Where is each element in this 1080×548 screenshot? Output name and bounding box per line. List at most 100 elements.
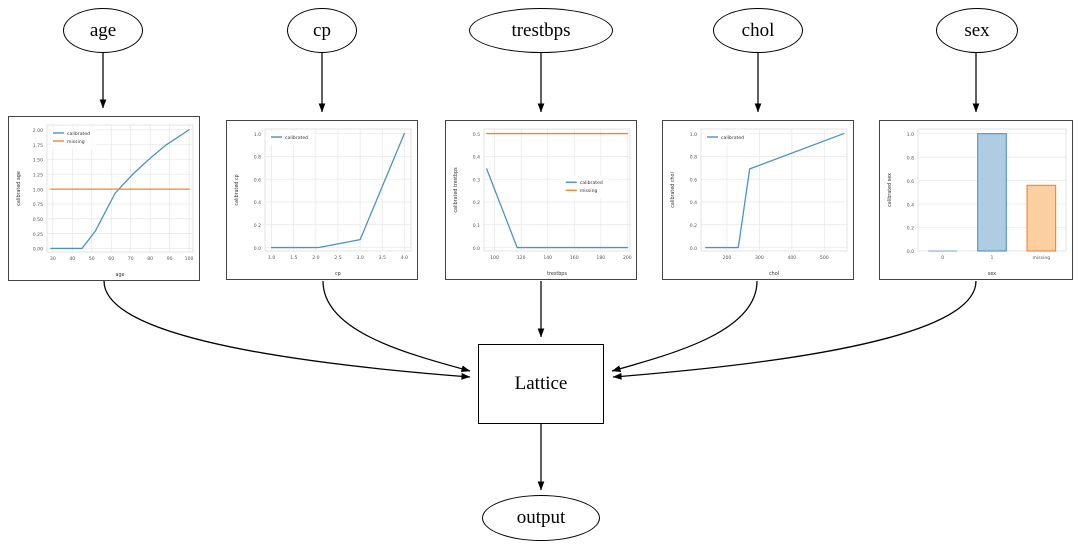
- svg-text:0.2: 0.2: [473, 200, 480, 206]
- svg-text:0.2: 0.2: [254, 223, 261, 229]
- svg-text:0.0: 0.0: [473, 246, 480, 252]
- edge-cpplot-to-lattice: [322, 280, 471, 373]
- svg-text:missing: missing: [580, 188, 598, 194]
- svg-text:2.5: 2.5: [334, 255, 341, 261]
- svg-text:0.8: 0.8: [690, 155, 697, 161]
- svg-text:500: 500: [820, 255, 829, 261]
- svg-text:0.4: 0.4: [907, 202, 914, 208]
- svg-text:0.3: 0.3: [473, 177, 480, 183]
- svg-text:sex: sex: [988, 272, 996, 277]
- svg-text:calibrated: calibrated: [721, 135, 744, 141]
- svg-text:0.4: 0.4: [690, 200, 697, 206]
- chart-sex: 0.0 0.2 0.4 0.6 0.8 1.0 0 1 missing sex calibrated…: [887, 128, 1067, 277]
- svg-text:60: 60: [108, 256, 114, 262]
- svg-text:140: 140: [543, 255, 552, 261]
- svg-text:calibrated age: calibrated age: [16, 171, 22, 206]
- svg-text:0.75: 0.75: [33, 202, 43, 208]
- svg-text:0.8: 0.8: [254, 155, 261, 161]
- svg-text:calibrated sex: calibrated sex: [887, 173, 893, 207]
- svg-text:calibrated cp: calibrated cp: [234, 174, 240, 205]
- svg-text:0.6: 0.6: [690, 177, 697, 183]
- node-cp[interactable]: cp: [287, 8, 357, 53]
- node-age-label: age: [89, 19, 117, 41]
- svg-text:calibrated trestbps: calibrated trestbps: [453, 167, 459, 213]
- plot-panel-sex[interactable]: 0.0 0.2 0.4 0.6 0.8 1.0 0 1 missing sex calibrated…: [879, 120, 1073, 280]
- svg-text:100: 100: [490, 255, 499, 261]
- svg-text:70: 70: [128, 256, 134, 262]
- svg-text:0.6: 0.6: [254, 177, 261, 183]
- svg-text:1.0: 1.0: [690, 132, 697, 138]
- svg-text:4.0: 4.0: [401, 255, 408, 261]
- svg-text:0.1: 0.1: [473, 223, 480, 229]
- svg-text:1.50: 1.50: [33, 158, 43, 164]
- svg-text:missing: missing: [67, 139, 85, 145]
- node-sex[interactable]: sex: [936, 8, 1018, 53]
- svg-text:400: 400: [787, 255, 796, 261]
- svg-text:1: 1: [991, 255, 994, 261]
- svg-text:0.2: 0.2: [907, 226, 914, 232]
- svg-text:180: 180: [596, 255, 605, 261]
- svg-text:calibrated: calibrated: [285, 135, 308, 141]
- svg-text:1.75: 1.75: [33, 143, 43, 149]
- svg-text:0.25: 0.25: [33, 232, 43, 238]
- svg-text:50: 50: [89, 256, 95, 262]
- svg-text:chol: chol: [769, 271, 779, 277]
- svg-text:0.0: 0.0: [907, 249, 914, 255]
- node-cp-label: cp: [313, 19, 331, 41]
- svg-text:0.00: 0.00: [33, 247, 43, 253]
- node-lattice-label: Lattice: [514, 373, 568, 394]
- svg-text:0.6: 0.6: [907, 179, 914, 185]
- node-age[interactable]: age: [63, 8, 143, 53]
- svg-text:1.5: 1.5: [290, 255, 297, 261]
- svg-text:0.5: 0.5: [473, 132, 480, 138]
- svg-text:160: 160: [570, 255, 579, 261]
- plot-panel-trestbps[interactable]: 0.0 0.1 0.2 0.3 0.4 0.5 100 120 140 160 180 200 tres…: [445, 120, 637, 280]
- chart-chol: 0.0 0.2 0.4 0.6 0.8 1.0 200 300 400 500 chol calibr…: [670, 128, 848, 277]
- svg-text:30: 30: [50, 256, 56, 262]
- svg-text:missing: missing: [1033, 255, 1051, 261]
- svg-text:1.0: 1.0: [254, 132, 261, 138]
- edge-sexplot-to-lattice: [612, 280, 977, 380]
- svg-text:2.0: 2.0: [312, 255, 319, 261]
- node-output[interactable]: output: [482, 495, 600, 541]
- svg-text:120: 120: [517, 255, 526, 261]
- svg-text:0.8: 0.8: [907, 155, 914, 161]
- svg-text:3.0: 3.0: [356, 255, 363, 261]
- svg-text:200: 200: [723, 255, 732, 261]
- svg-text:0: 0: [941, 255, 944, 261]
- svg-text:0.2: 0.2: [690, 223, 697, 229]
- node-output-label: output: [516, 507, 566, 528]
- svg-text:0.4: 0.4: [254, 200, 261, 206]
- svg-text:calibrated: calibrated: [580, 180, 603, 186]
- svg-text:0.50: 0.50: [33, 217, 43, 223]
- chart-trestbps: 0.0 0.1 0.2 0.3 0.4 0.5 100 120 140 160 180 200 tres…: [453, 128, 632, 277]
- svg-text:1.0: 1.0: [907, 132, 914, 138]
- edge-cholplot-to-lattice: [611, 280, 758, 372]
- svg-text:1.0: 1.0: [268, 255, 275, 261]
- node-lattice[interactable]: Lattice: [478, 344, 604, 424]
- svg-text:200: 200: [623, 255, 632, 261]
- node-chol[interactable]: chol: [713, 8, 803, 53]
- svg-text:0.4: 0.4: [473, 155, 480, 161]
- svg-text:age: age: [116, 273, 125, 278]
- svg-text:trestbps: trestbps: [547, 271, 567, 277]
- svg-text:300: 300: [755, 255, 764, 261]
- plot-panel-chol[interactable]: 0.0 0.2 0.4 0.6 0.8 1.0 200 300 400 500 chol calibr…: [662, 120, 854, 280]
- node-sex-label: sex: [964, 19, 990, 41]
- svg-text:1.25: 1.25: [33, 172, 43, 178]
- node-trestbps[interactable]: trestbps: [469, 8, 613, 53]
- svg-text:1.00: 1.00: [33, 187, 43, 193]
- svg-text:90: 90: [167, 256, 173, 262]
- node-trestbps-label: trestbps: [511, 19, 571, 41]
- svg-text:0.0: 0.0: [254, 246, 261, 252]
- svg-text:40: 40: [69, 256, 75, 262]
- node-chol-label: chol: [741, 19, 775, 41]
- svg-text:cp: cp: [335, 272, 341, 277]
- svg-text:0.0: 0.0: [690, 246, 697, 252]
- edge-ageplot-to-lattice: [103, 280, 471, 380]
